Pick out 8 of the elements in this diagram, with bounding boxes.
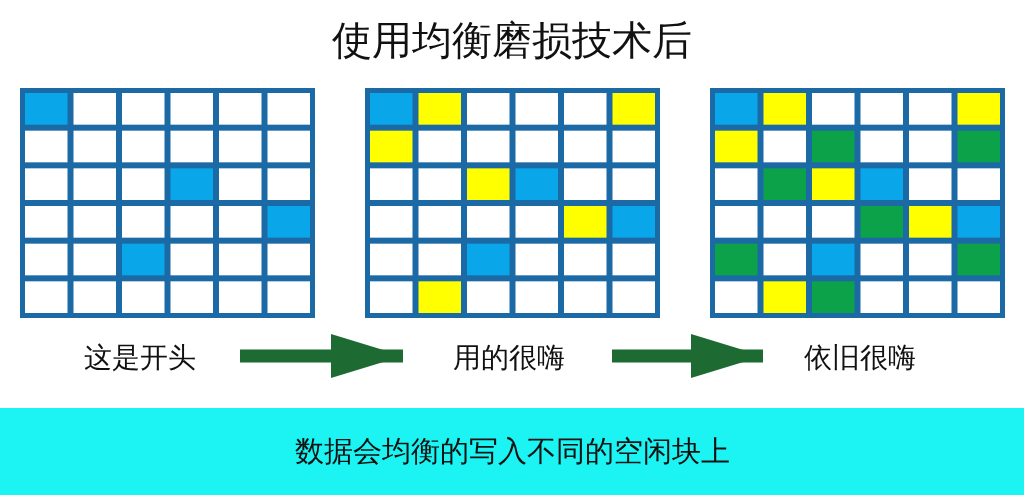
band-text: 数据会均衡的写入不同的空闲块上: [294, 432, 730, 470]
arrow: [612, 334, 763, 378]
stage-label: 这是开头: [84, 340, 196, 376]
stage-label: 依旧很嗨: [804, 340, 916, 376]
stage-label: 用的很嗨: [452, 340, 565, 376]
title: 使用均衡磨损技术后: [331, 16, 693, 65]
caption-band: [0, 408, 1024, 495]
arrow: [240, 334, 403, 378]
